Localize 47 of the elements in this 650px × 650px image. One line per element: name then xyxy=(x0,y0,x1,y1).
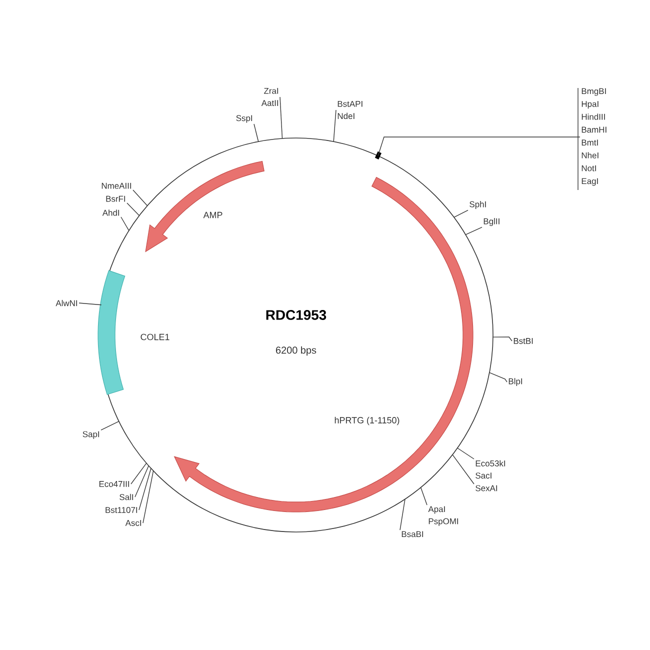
leader-line xyxy=(132,190,148,206)
enzyme-label: Eco53kI SacI xyxy=(476,460,506,479)
leader-line xyxy=(492,336,512,342)
feature-label: hPRTG (1-1150) xyxy=(334,416,400,426)
enzyme-label: BlpI xyxy=(508,378,522,386)
enzyme-label: SalI xyxy=(120,494,134,500)
enzyme-label: ZraI AatII xyxy=(261,88,278,106)
leader-line xyxy=(400,498,406,530)
leader-line xyxy=(120,216,130,231)
enzyme-label: Eco47III xyxy=(99,481,130,487)
leader-line xyxy=(142,470,154,524)
enzyme-label: Bst1107I xyxy=(106,507,138,513)
leader-line xyxy=(452,454,474,484)
feature-label: AMP xyxy=(203,212,222,218)
leader-line xyxy=(378,136,580,156)
enzyme-label: BstBI xyxy=(514,338,533,344)
size-label: 6200 bps xyxy=(276,346,316,356)
leader-line xyxy=(254,124,259,142)
leader-line xyxy=(465,226,482,236)
enzyme-label: SphI xyxy=(470,201,486,209)
enzyme-label: NmeAIII xyxy=(102,182,132,189)
leader-line xyxy=(280,96,283,139)
enzyme-label: SspI xyxy=(236,115,252,123)
leader-line xyxy=(489,372,508,382)
enzyme-label: AhdI xyxy=(102,210,120,216)
feature-label: COLE1 xyxy=(140,334,170,340)
leader-line xyxy=(457,448,474,460)
leader-line xyxy=(130,462,147,484)
enzyme-label: BsaBI xyxy=(402,531,424,538)
enzyme-label: BstAPI NdeI xyxy=(338,100,362,120)
leader-line xyxy=(138,468,152,510)
leader-line xyxy=(78,302,102,306)
leader-line xyxy=(134,465,150,498)
enzyme-label: BsrFI xyxy=(106,196,126,202)
leader-line xyxy=(126,202,140,216)
enzyme-label: BglII xyxy=(484,218,500,226)
plasmid-name: RDC1953 xyxy=(266,310,326,320)
leader-line xyxy=(100,421,120,430)
enzyme-label: BmgBI HpaI HindIII BamHI BmtI NheI NotI EagI xyxy=(582,88,606,186)
enzyme-label: ApaI PspOMI xyxy=(428,506,458,526)
leader-line xyxy=(420,487,428,506)
enzyme-label: SexAI xyxy=(476,485,498,492)
enzyme-label: AscI xyxy=(125,520,142,526)
enzyme-label: SapI xyxy=(82,431,100,439)
leader-line xyxy=(454,210,468,218)
enzyme-label: AlwNI xyxy=(56,300,78,306)
leader-line xyxy=(333,110,336,142)
